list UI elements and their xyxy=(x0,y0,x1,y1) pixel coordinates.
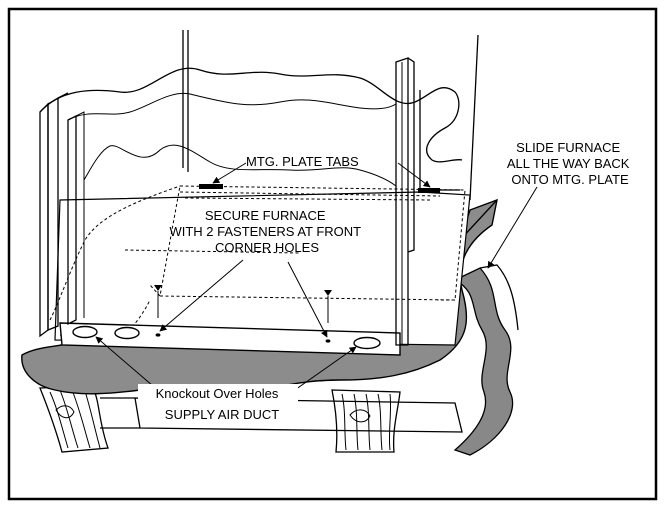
label-bg-knockout xyxy=(138,384,298,402)
plenum-side xyxy=(453,267,514,456)
cutaway-edge xyxy=(39,67,463,163)
knockout-hole xyxy=(114,326,140,340)
label-mtg-plate-tabs: MTG. PLATE TABS xyxy=(246,154,359,169)
mtg-plate-tab-right xyxy=(418,188,440,193)
wood-joist-right xyxy=(331,389,401,453)
knockout-hole xyxy=(353,336,381,350)
supply-air-duct xyxy=(100,397,463,433)
furnace-right-post xyxy=(395,57,415,346)
label-supply-duct: SUPPLY AIR DUCT xyxy=(165,407,279,422)
furnace-back-panel xyxy=(419,90,460,191)
mtg-plate-tab-left xyxy=(199,184,223,189)
label-knockout: Knockout Over Holes xyxy=(156,386,279,401)
cutaway-edge-lower xyxy=(83,144,397,187)
plenum-wall-line xyxy=(469,34,479,201)
leader-lines xyxy=(95,162,538,393)
label-slide-furnace: SLIDE FURNACE ALL THE WAY BACK ONTO MTG.… xyxy=(507,140,633,187)
fastener-right xyxy=(324,290,332,343)
label-secure-furnace: SECURE FURNACE WITH 2 FASTENERS AT FRONT… xyxy=(169,208,364,255)
fastener-left xyxy=(154,285,162,337)
front-base-rail xyxy=(59,322,401,356)
label-bg-duct xyxy=(148,405,298,423)
knockout-hole xyxy=(72,325,98,339)
furnace-rear-edge xyxy=(182,30,189,172)
cutaway-edge-inner xyxy=(67,92,397,121)
wood-joist-left xyxy=(39,385,109,453)
diagram-border xyxy=(7,7,658,501)
